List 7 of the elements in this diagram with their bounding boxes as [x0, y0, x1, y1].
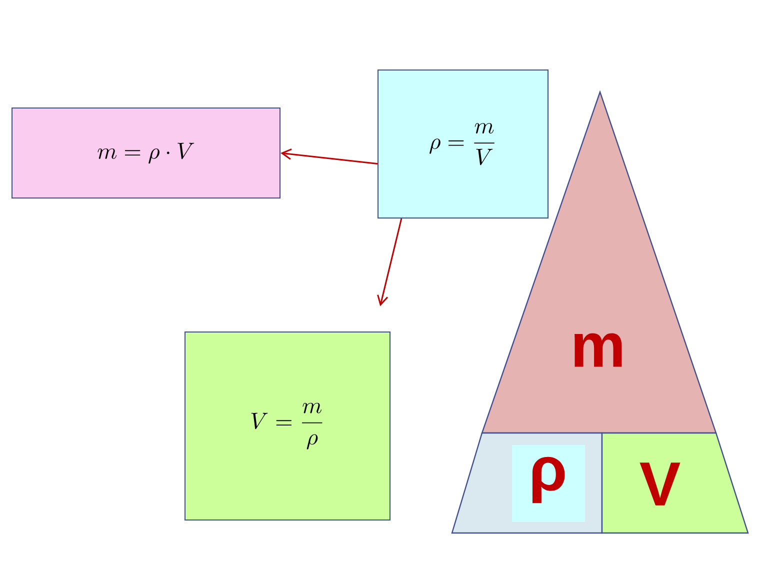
formula-box: $m=\rho\cdot V$: [12, 108, 280, 198]
arrow: [377, 218, 402, 306]
formula-triangle-cell: V: [601, 432, 749, 534]
arrow: [280, 148, 378, 164]
formula-box: $V=\frac{m}{\rho}$: [184, 332, 390, 520]
formula-box: $\rho=\frac{m}{V}$: [378, 70, 548, 218]
formula-triangle-cell: ρ: [451, 432, 603, 534]
